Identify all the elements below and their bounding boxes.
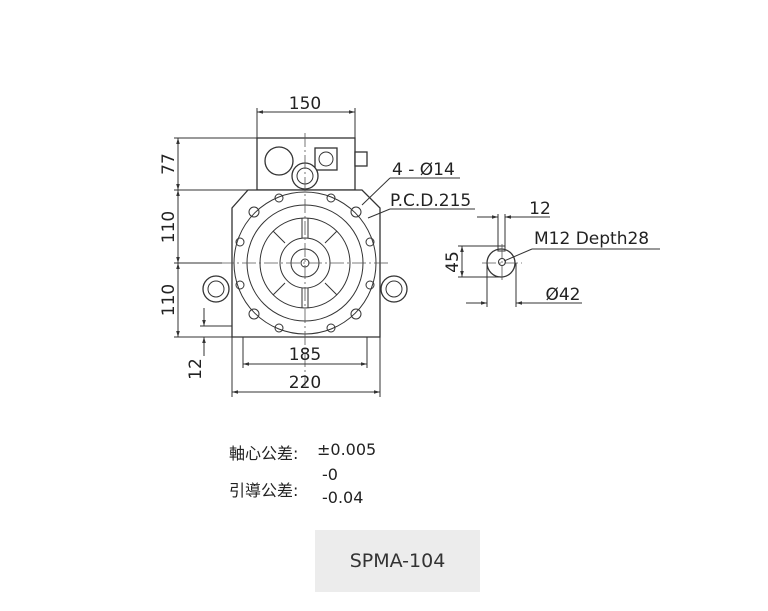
dim-key-width: 12 bbox=[529, 199, 551, 219]
bolt-holes bbox=[235, 193, 375, 333]
dim-holes: 4 - Ø14 bbox=[392, 160, 455, 180]
connector bbox=[314, 147, 338, 171]
axis-tolerance-label: 軸心公差: bbox=[229, 444, 299, 463]
axis-tolerance-value: ±0.005 bbox=[317, 440, 377, 459]
dim-pcd: P.C.D.215 bbox=[390, 191, 471, 211]
guide-tolerance-upper: -0 bbox=[322, 465, 338, 484]
gland-side bbox=[354, 151, 368, 167]
lifting-eye-right bbox=[380, 275, 408, 303]
shaft-end-view bbox=[458, 214, 660, 307]
dim-110-upper: 110 bbox=[159, 211, 179, 243]
guide-tolerance-label: 引導公差: bbox=[229, 481, 299, 500]
dim-shaft-dia: Ø42 bbox=[545, 285, 580, 305]
dim-45: 45 bbox=[443, 251, 463, 273]
dim-150: 150 bbox=[289, 94, 321, 114]
cable-gland bbox=[264, 146, 294, 176]
model-label: SPMA-104 bbox=[315, 530, 480, 592]
dim-77: 77 bbox=[159, 153, 179, 175]
dim-thread: M12 Depth28 bbox=[534, 229, 649, 249]
lifting-eye-left bbox=[202, 275, 230, 303]
dim-220: 220 bbox=[289, 373, 321, 393]
guide-tolerance-lower: -0.04 bbox=[322, 488, 364, 507]
dim-12-foot: 12 bbox=[186, 358, 206, 380]
dim-185: 185 bbox=[289, 345, 321, 365]
dim-110-lower: 110 bbox=[159, 284, 179, 316]
motor-body bbox=[231, 189, 381, 338]
